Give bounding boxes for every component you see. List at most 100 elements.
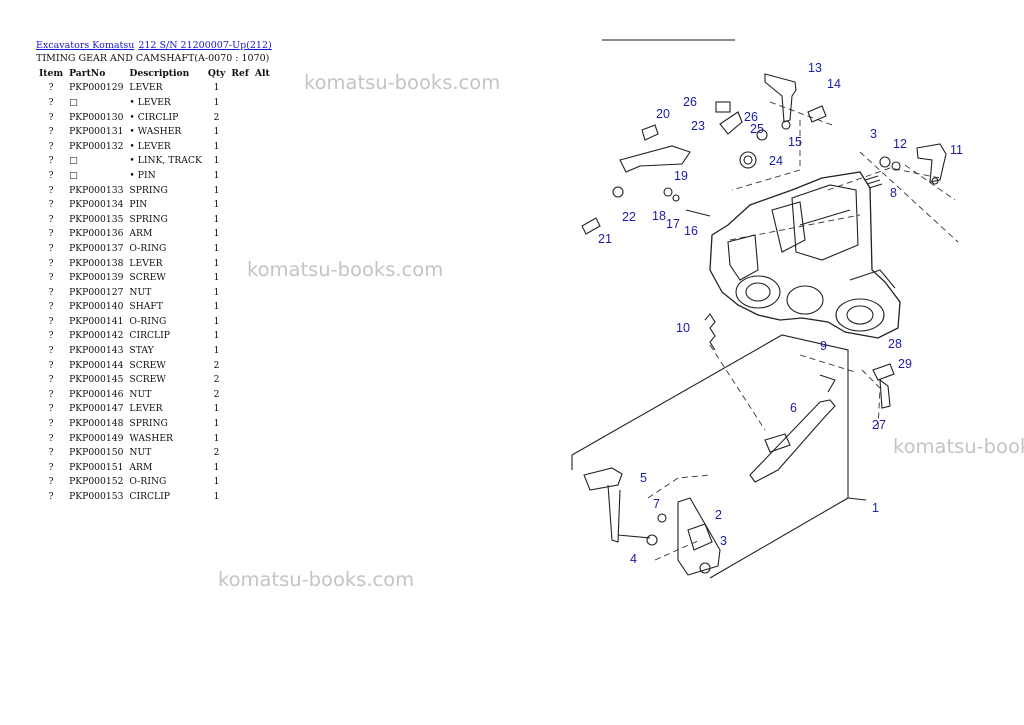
- cell-ref: [228, 402, 251, 417]
- cell-item: ?: [48, 315, 54, 327]
- cell-alt: [252, 139, 273, 154]
- cell-description: CIRCLIP: [129, 491, 170, 503]
- cell-item: ?: [48, 476, 54, 488]
- cell-description: LEVER: [129, 257, 163, 269]
- cell-item: ?: [48, 359, 54, 371]
- cell-description: SPRING: [129, 418, 168, 430]
- cell-partno: PKP000139: [69, 272, 124, 284]
- cell-qty: 2: [213, 359, 220, 371]
- cell-alt: [252, 343, 273, 358]
- cell-qty: 1: [213, 315, 220, 327]
- header-partno: PartNo: [69, 67, 106, 79]
- cell-item: ?: [48, 491, 54, 503]
- cell-item: ?: [48, 403, 54, 415]
- cell-ref: [228, 139, 251, 154]
- cell-partno: PKP000130: [69, 111, 124, 123]
- cell-description: SHAFT: [129, 301, 163, 313]
- cell-description: SCREW: [129, 272, 166, 284]
- cell-alt: [252, 431, 273, 446]
- callout-25: 25: [750, 122, 764, 136]
- cell-qty: 1: [213, 213, 220, 225]
- parts-table: Item PartNo Description Qty Ref Alt ?PKP…: [36, 66, 273, 504]
- cell-partno: PKP000151: [69, 461, 124, 473]
- cell-item: ?: [48, 301, 54, 313]
- cell-qty: 1: [213, 228, 220, 240]
- cell-item: ?: [48, 330, 54, 342]
- callout-9: 9: [820, 339, 827, 353]
- cell-item: ?: [48, 140, 54, 152]
- table-header-row: Item PartNo Description Qty Ref Alt: [36, 66, 273, 81]
- cell-description: LEVER: [129, 82, 163, 94]
- cell-item: ?: [48, 111, 54, 123]
- watermark: komatsu-books.com: [304, 71, 501, 94]
- cell-partno: PKP000134: [69, 199, 124, 211]
- cell-alt: [252, 154, 273, 169]
- cell-alt: [252, 475, 273, 490]
- cell-ref: [228, 227, 251, 242]
- callout-24: 24: [769, 154, 783, 168]
- cell-item: ?: [48, 213, 54, 225]
- cell-partno: PKP000136: [69, 228, 124, 240]
- cell-partno: PKP000149: [69, 432, 124, 444]
- cell-ref: [228, 343, 251, 358]
- cell-description: • LEVER: [129, 140, 171, 152]
- header-qty: Qty: [207, 67, 226, 79]
- cell-item: ?: [48, 418, 54, 430]
- cell-description: PIN: [129, 199, 148, 211]
- callout-12: 12: [893, 137, 907, 151]
- callout-21: 21: [598, 232, 612, 246]
- cell-description: STAY: [129, 345, 154, 357]
- callout-20: 20: [656, 107, 670, 121]
- callout-27: 27: [872, 418, 886, 432]
- callout-4: 4: [630, 552, 637, 566]
- cell-ref: [228, 372, 251, 387]
- cell-description: WASHER: [129, 432, 173, 444]
- cell-ref: [228, 168, 251, 183]
- cell-alt: [252, 124, 273, 139]
- callout-3: 3: [720, 534, 727, 548]
- callout-3b: 3: [870, 127, 877, 141]
- cell-alt: [252, 212, 273, 227]
- cell-qty: 1: [213, 272, 220, 284]
- cell-qty: 1: [213, 126, 220, 138]
- cell-item: ?: [48, 199, 54, 211]
- cell-ref: [228, 489, 251, 504]
- cell-alt: [252, 110, 273, 125]
- cell-item: ?: [48, 257, 54, 269]
- breadcrumb-link-category[interactable]: Excavators Komatsu: [36, 40, 135, 51]
- breadcrumb-link-model[interactable]: 212 S/N 21200007-Up(212): [138, 40, 272, 51]
- cell-qty: 1: [213, 140, 220, 152]
- callout-26: 26: [683, 95, 697, 109]
- cell-partno: PKP000147: [69, 403, 124, 415]
- cell-ref: [228, 475, 251, 490]
- cell-partno: PKP000142: [69, 330, 124, 342]
- header-description: Description: [129, 67, 190, 79]
- watermark: komatsu-books.com: [893, 435, 1024, 458]
- cell-item: ?: [48, 169, 54, 181]
- cell-qty: 1: [213, 199, 220, 211]
- cell-alt: [252, 81, 273, 96]
- cell-qty: 1: [213, 418, 220, 430]
- cell-qty: 1: [213, 286, 220, 298]
- cell-description: SCREW: [129, 359, 166, 371]
- cell-ref: [228, 95, 251, 110]
- cell-ref: [228, 212, 251, 227]
- cell-item: ?: [48, 374, 54, 386]
- callout-2: 2: [715, 508, 722, 522]
- cell-description: • WASHER: [129, 126, 182, 138]
- cell-partno: PKP000127: [69, 286, 124, 298]
